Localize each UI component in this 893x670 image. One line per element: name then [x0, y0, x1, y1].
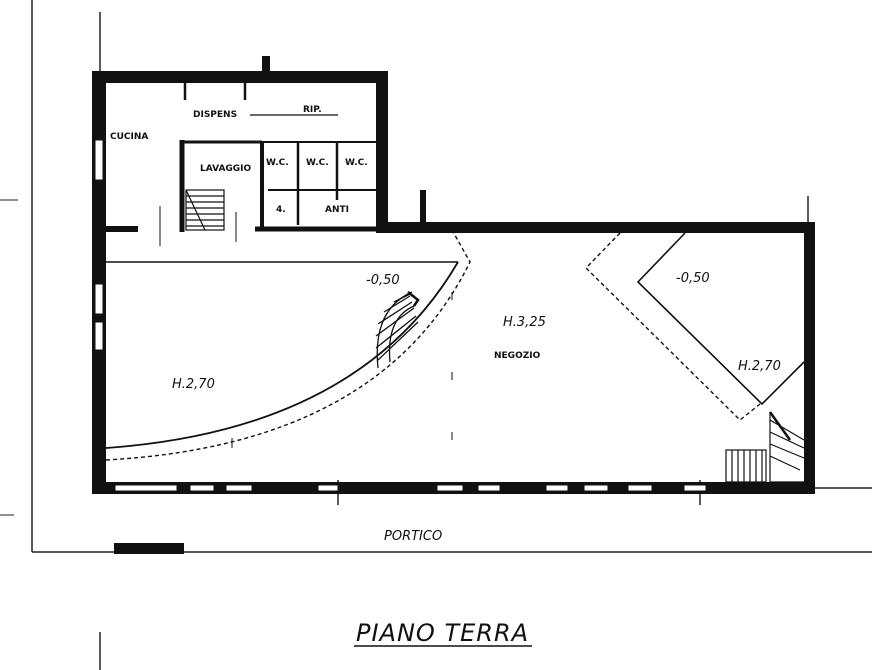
- room-label-lavaggio: LAVAGGIO: [200, 164, 252, 174]
- level-right: -0,50: [676, 271, 710, 286]
- axis-marks: [159, 206, 453, 448]
- portico-column: [114, 543, 184, 554]
- spiral-stair-left: [375, 291, 420, 369]
- mezzanine-right: [585, 232, 805, 421]
- mezzanine-left: [105, 229, 471, 461]
- height-left: H.2,70: [172, 377, 215, 392]
- level-left: -0,50: [366, 273, 400, 288]
- room-label-wc-3: W.C.: [345, 158, 368, 168]
- kitchen-stair: [185, 189, 225, 231]
- interior-walls: [106, 83, 458, 263]
- room-label-anti-number: 4.: [276, 205, 286, 215]
- room-label-negozio: NEGOZIO: [494, 351, 541, 361]
- room-label-anti: ANTI: [325, 205, 349, 215]
- room-label-wc-2: W.C.: [306, 158, 329, 168]
- windows: [94, 139, 707, 492]
- plan-title: PIANO TERRA: [356, 619, 529, 647]
- room-label-cucina: CUCINA: [110, 132, 148, 142]
- site-lines: [0, 0, 872, 670]
- height-main: H.3,25: [503, 315, 546, 330]
- room-label-rip: RIP.: [303, 105, 322, 115]
- room-label-dispens: DISPENS: [193, 110, 237, 120]
- room-label-wc-1: W.C.: [266, 158, 289, 168]
- spiral-stair-right: [725, 411, 805, 483]
- portico-label: PORTICO: [384, 529, 442, 544]
- height-right: H.2,70: [738, 359, 781, 374]
